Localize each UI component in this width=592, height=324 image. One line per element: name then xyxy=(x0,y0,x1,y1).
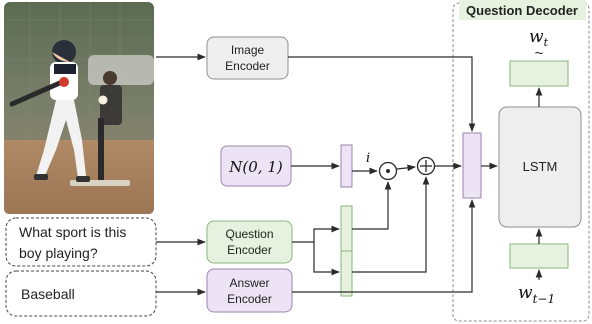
lstm-box xyxy=(498,106,582,228)
question-input-line2: boy playing? xyxy=(19,245,98,261)
answer-encoder-line2: Encoder xyxy=(227,292,272,306)
question-encoder-line1: Question xyxy=(225,227,273,241)
output-token-w: wt xyxy=(529,27,549,49)
answer-feature-vector xyxy=(340,250,353,297)
input-token-w: wt−1 xyxy=(518,283,555,306)
question-feature-vector xyxy=(340,205,353,252)
question-encoder-line2: Encoder xyxy=(227,243,272,257)
sample-tilde: ~ xyxy=(535,45,544,62)
i-label: i xyxy=(366,151,370,166)
image-encoder-line2: Encoder xyxy=(225,59,270,73)
question-input-line1: What sport is this xyxy=(19,224,126,240)
latent-vector xyxy=(340,144,353,188)
arrow-image-encoder-to-concat xyxy=(288,56,476,132)
baseball-photo xyxy=(4,2,154,214)
normal-distribution-label: N(0, 1) xyxy=(228,158,283,176)
arrow-product-to-sum xyxy=(396,164,416,172)
image-encoder-box xyxy=(206,36,289,80)
answer-encoder-line1: Answer xyxy=(229,276,269,290)
question-input-box xyxy=(5,217,157,267)
input-embedding-box xyxy=(509,243,569,269)
lstm-label: LSTM xyxy=(523,159,558,174)
arrow-qvec-to-product xyxy=(352,181,392,230)
arrow-avec-to-sum xyxy=(352,176,430,273)
concat-vector xyxy=(462,132,482,199)
image-encoder-line1: Image xyxy=(231,43,265,57)
answer-input-text: Baseball xyxy=(21,286,75,302)
arrow-qenc-to-avec xyxy=(313,242,340,276)
output-embedding-box xyxy=(509,60,569,87)
answer-encoder-box xyxy=(206,268,293,313)
arrow-qenc-to-qvec xyxy=(292,225,340,243)
question-decoder-title: Question Decoder xyxy=(466,3,578,18)
arrow-answer-encoder-to-concat xyxy=(292,199,476,293)
question-decoder-title-bg xyxy=(459,0,586,20)
answer-input-box xyxy=(5,270,157,317)
